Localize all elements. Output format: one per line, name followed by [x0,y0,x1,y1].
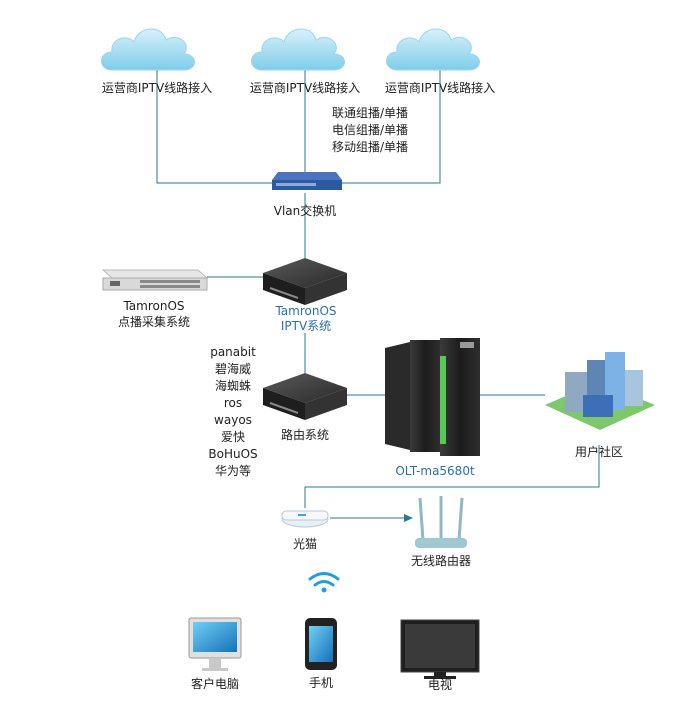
device-label: 电视 [427,678,453,692]
wifi-router-icon [415,496,467,548]
router-option: 爱快 [220,430,246,444]
router-option: 海蜘蛛 [214,379,252,393]
multicast-note: 移动组播/单播 [331,140,409,154]
cloud-icon [101,28,195,71]
router-options-list: panabit 碧海威 海蜘蛛 ros wayos 爱快 BoHuOS 华为等 [208,344,257,480]
server-icon [263,258,347,305]
switch-icon [272,172,342,190]
olt-rack-icon [385,338,480,456]
onu-label: 光猫 [292,537,318,551]
iptv-label-line1: TamronOS [275,304,337,318]
router-system-label: 路由系统 [280,428,330,442]
router-option: panabit [210,345,256,359]
vod-label-line2: 点播采集系统 [117,315,191,329]
rack-server-icon [101,269,209,291]
router-server-icon [263,373,347,420]
vod-label-line1: TamronOS [123,299,185,313]
cloud-icon [386,28,480,71]
carrier-label: 运营商IPTV线路接入 [101,81,213,95]
mobile-phone-icon [305,618,337,670]
link-community-onu [304,445,600,508]
link-carrier3-switch [342,70,441,184]
router-option: wayos [214,413,252,427]
multicast-note: 电信组播/单播 [331,123,409,137]
buildings-icon [545,352,655,430]
connection-lines [156,70,600,522]
onu-modem-icon [281,510,329,528]
router-option: 碧海威 [214,362,252,376]
router-option: ros [223,396,243,410]
carrier-label: 运营商IPTV线路接入 [249,81,361,95]
link-carrier1-switch [156,70,272,184]
device-label: 客户电脑 [190,677,240,691]
router-option: 华为等 [214,464,252,478]
olt-label: OLT-ma5680t [395,464,475,478]
community-label: 用户社区 [574,445,624,459]
multicast-note: 联通组播/单播 [331,106,409,120]
device-label: 手机 [308,676,334,690]
multicast-notes: 联通组播/单播 电信组播/单播 移动组播/单播 [332,105,408,156]
cloud-icon [251,28,345,71]
vlan-switch-label: Vlan交换机 [273,204,337,218]
desktop-computer-icon [188,617,242,671]
wireless-router-label: 无线路由器 [410,554,472,568]
router-option: BoHuOS [208,447,258,461]
iptv-label-line2: IPTV系统 [280,319,332,333]
wifi-icon [308,572,340,593]
carrier-label: 运营商IPTV线路接入 [384,81,496,95]
television-icon [400,619,480,679]
